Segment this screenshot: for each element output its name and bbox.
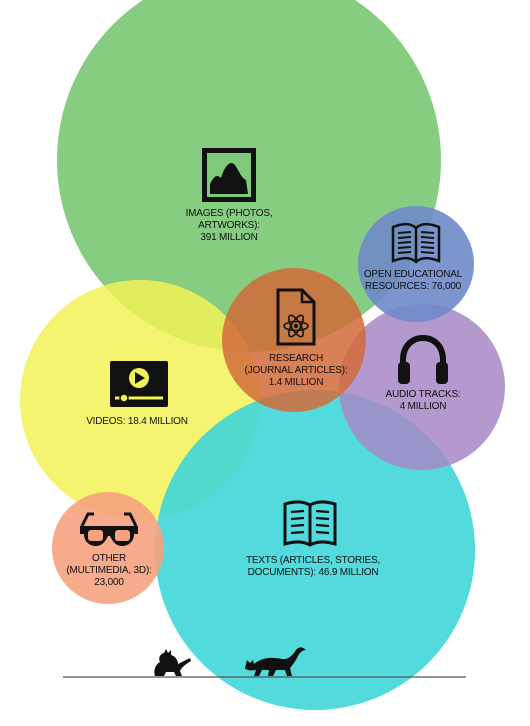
oer-label-line-2: RESOURCES: 76,000 <box>365 281 462 292</box>
other-label: OTHER(MULTIMEDIA, 3D):23,000 <box>66 553 151 588</box>
research-bubble <box>222 268 366 412</box>
research-label-line-1: RESEARCH <box>269 353 323 364</box>
audio-label-line-2: 4 MILLION <box>400 401 447 412</box>
research-label: RESEARCH(JOURNAL ARTICLES):1.4 MILLION <box>245 353 348 388</box>
headphones-icon <box>398 334 448 384</box>
other-label-line-3: 23,000 <box>94 577 124 588</box>
research-label-line-2: (JOURNAL ARTICLES): <box>245 365 348 376</box>
oer-bubble <box>358 206 474 322</box>
texts-bubble <box>155 390 475 710</box>
audio-label-line-1: AUDIO TRACKS: <box>385 389 460 400</box>
book-icon <box>283 500 337 547</box>
3d-glasses-icon <box>80 512 138 546</box>
other-label-line-2: (MULTIMEDIA, 3D): <box>66 565 151 576</box>
audio-bubble <box>339 304 505 470</box>
texts-label-line-1: TEXTS (ARTICLES, STORIES, <box>246 555 380 566</box>
other-label-line-1: OTHER <box>92 553 126 564</box>
texts-label-line-2: DOCUMENTS): 46.9 MILLION <box>248 567 379 578</box>
image-icon <box>202 148 256 202</box>
videos-label-line-1: VIDEOS: 18.4 MILLION <box>86 416 188 427</box>
audio-label: AUDIO TRACKS:4 MILLION <box>385 389 460 412</box>
video-player-icon <box>110 361 168 407</box>
images-label-line-3: 391 MILLION <box>200 232 257 243</box>
videos-label: VIDEOS: 18.4 MILLION <box>86 416 188 427</box>
other-bubble <box>52 492 164 604</box>
open-book-icon <box>391 222 441 264</box>
document-atom-icon <box>276 288 316 346</box>
oer-label-line-1: OPEN EDUCATIONAL <box>364 269 463 280</box>
images-label-line-2: ARTWORKS): <box>198 220 260 231</box>
images-label: IMAGES (PHOTOS,ARTWORKS):391 MILLION <box>186 208 273 243</box>
research-label-line-3: 1.4 MILLION <box>269 377 324 388</box>
images-label-line-1: IMAGES (PHOTOS, <box>186 208 273 219</box>
texts-label: TEXTS (ARTICLES, STORIES,DOCUMENTS): 46.… <box>246 555 380 578</box>
cat-silhouettes-icon <box>154 647 306 676</box>
